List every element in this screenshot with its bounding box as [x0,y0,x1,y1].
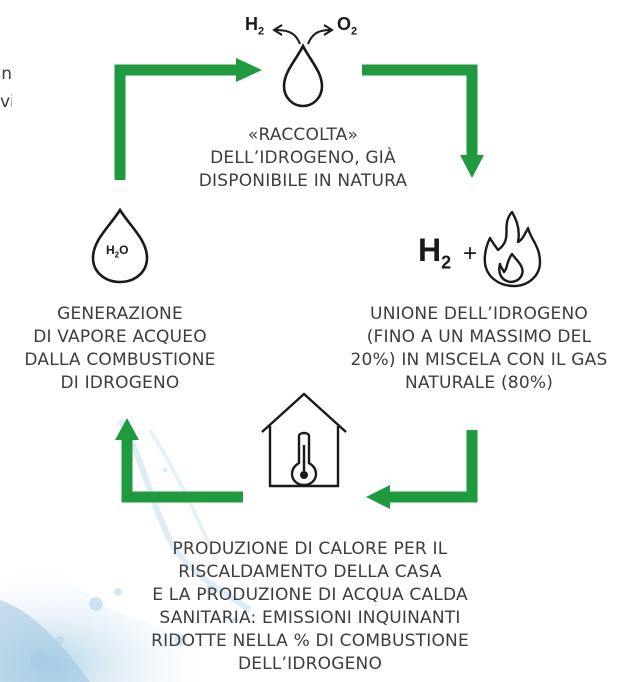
step-line: DELL’IDROGENO, GIÀ [210,148,396,168]
step-line: DALLA COMBUSTIONE [24,350,216,370]
step-line: DELL’IDROGENO [237,654,383,674]
water-drop-icon [282,43,324,108]
h2o-label: H2O [106,243,128,259]
formula-subscript: 2 [114,250,120,260]
split-arrows-icon [272,24,334,45]
formula-subscript: 2 [258,25,265,38]
formula-symbol: H [418,232,442,268]
formula-subscript: 2 [351,25,358,38]
step-line: «RACCOLTA» [247,125,359,145]
flame-icon [483,210,542,288]
top-formula-h2: H2 [245,14,264,38]
formula-symbol: O [119,243,129,257]
step-line: DI IDROGENO [60,373,180,393]
step-line: PRODUZIONE DI CALORE PER IL [172,539,448,559]
step-heating-text: PRODUZIONE DI CALORE PER IL RISCALDAMENT… [140,538,480,676]
arrow-left-to-top [114,58,262,180]
right-formula-plus: + [463,240,477,268]
step-line: UNIONE DELL’IDROGENO [370,304,588,324]
formula-symbol: O [337,14,352,34]
step-collection-text: «RACCOLTA» DELL’IDROGENO, GIÀ DISPONIBIL… [150,124,456,193]
step-line: RISCALDAMENTO DELLA CASA [178,562,442,582]
clipped-edge-text: n vi [0,60,12,116]
edge-fragment: n [1,64,12,84]
step-line: GENERAZIONE [57,304,183,324]
formula-plus: + [463,240,478,267]
step-line: 20%) IN MISCELA CON IL GAS [350,350,608,370]
step-line: DI VAPORE ACQUEO [33,327,207,347]
step-blend-text: UNIONE DELL’IDROGENO (FINO A UN MASSIMO … [334,303,624,395]
house-thermometer-icon [261,392,347,488]
top-formula-o2: O2 [337,14,357,38]
water-drop-h2o-icon [91,207,149,284]
right-formula-h2: H2 [418,232,451,273]
step-steam-text: GENERAZIONE DI VAPORE ACQUEO DALLA COMBU… [0,303,240,395]
step-line: NATURALE (80%) [404,373,554,393]
step-line: RIDOTTE NELLA % DI COMBUSTIONE [151,631,469,651]
edge-fragment: vi [0,92,12,112]
formula-symbol: H [245,14,258,34]
formula-subscript: 2 [441,252,452,273]
step-line: (FINO A UN MASSIMO DEL [366,327,592,347]
arrow-top-to-right [362,64,484,178]
arrow-bottom-to-left [115,418,243,503]
step-line: SANITARIA: EMISSIONI INQUINANTI [159,608,461,628]
arrow-right-to-bottom [366,430,478,509]
step-line: DISPONIBILE IN NATURA [198,171,408,191]
formula-symbol: H [106,243,115,257]
step-line: E LA PRODUZIONE DI ACQUA CALDA [152,585,468,605]
